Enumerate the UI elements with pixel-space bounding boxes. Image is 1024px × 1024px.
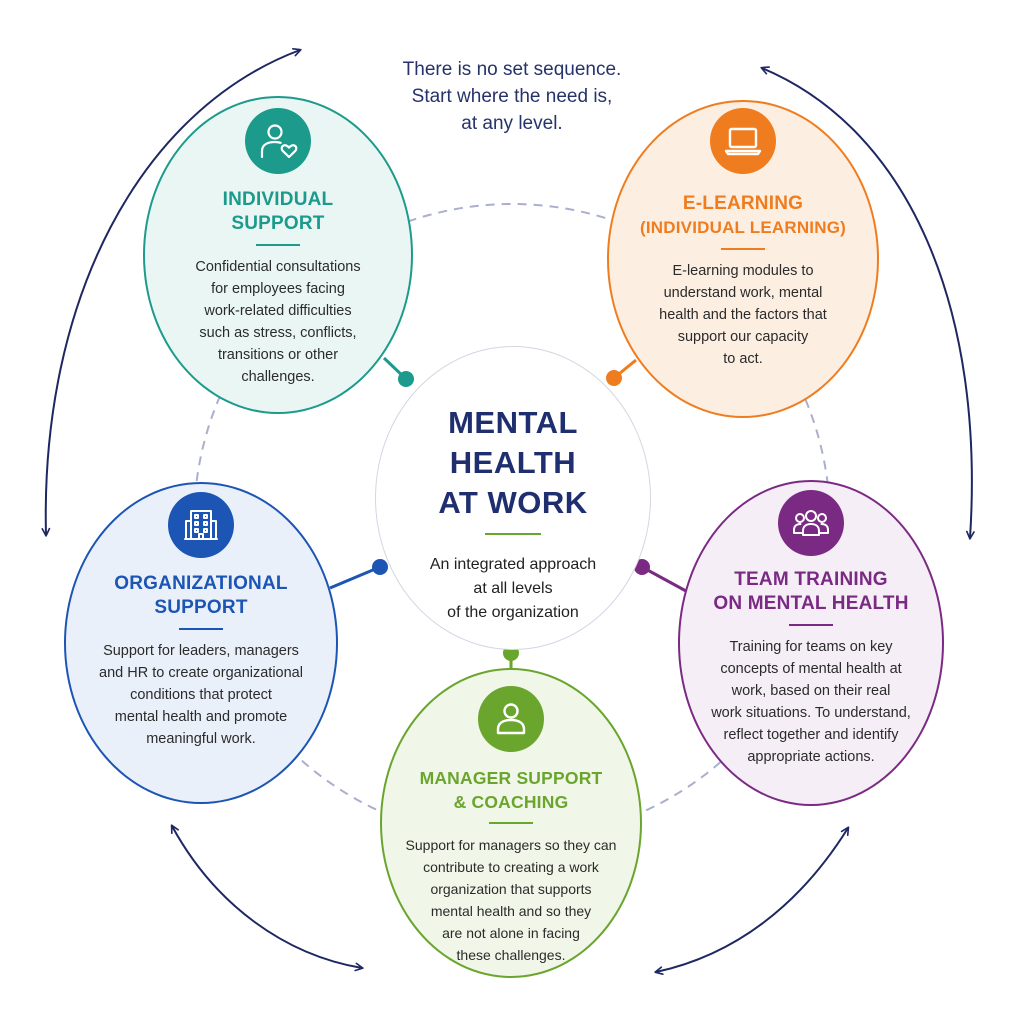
center-description: An integrated approach at all levels of … — [430, 553, 596, 625]
node-description-line: mental health and so they — [430, 903, 592, 919]
sequence-note-line: There is no set sequence. — [402, 59, 622, 80]
center-description-line: of the organization — [447, 604, 579, 621]
connector-team — [634, 559, 687, 593]
arrow-bottom-left — [170, 824, 364, 972]
title-underline — [721, 248, 765, 250]
node-title-line: ON MENTAL HEALTH — [713, 593, 909, 614]
node-description-line: E-learning modules to — [672, 263, 814, 279]
node-description: Support for managers so they can contrib… — [406, 834, 617, 966]
node-title-line: MANAGER SUPPORT — [419, 768, 603, 788]
node-description-line: to act. — [723, 351, 763, 367]
node-title: ORGANIZATIONAL SUPPORT — [114, 572, 287, 620]
team-icon — [778, 490, 844, 556]
node-individual-support: INDIVIDUAL SUPPORT Confidential consulta… — [143, 96, 413, 414]
laptop-icon — [710, 108, 776, 174]
node-description-line: challenges. — [241, 369, 315, 385]
node-title-line: SUPPORT — [154, 597, 248, 618]
center-title-line: MENTAL — [448, 405, 578, 440]
title-underline — [789, 624, 833, 626]
node-organizational-support: ORGANIZATIONAL SUPPORT Support for leade… — [64, 482, 338, 804]
node-description: Support for leaders, managers and HR to … — [99, 640, 303, 750]
node-description-line: work, based on their real — [731, 683, 891, 699]
node-description-line: Support for leaders, managers — [103, 643, 299, 659]
node-team-training: TEAM TRAINING ON MENTAL HEALTH Training … — [678, 480, 944, 806]
node-e-learning: E-LEARNING (INDIVIDUAL LEARNING) E-learn… — [607, 100, 879, 418]
node-description-line: conditions that protect — [130, 687, 272, 703]
node-title: E-LEARNING (INDIVIDUAL LEARNING) — [640, 192, 846, 240]
person-icon — [478, 686, 544, 752]
node-description-line: work situations. To understand, — [711, 705, 911, 721]
sequence-note-line: Start where the need is, — [411, 86, 613, 107]
center-title-underline — [485, 533, 541, 535]
node-description-line: meaningful work. — [146, 731, 256, 747]
title-underline — [256, 244, 300, 246]
node-description: Training for teams on key concepts of me… — [711, 636, 911, 768]
center-title-line: HEALTH — [449, 445, 577, 480]
node-center-mental-health: MENTAL HEALTH AT WORK An integrated appr… — [375, 346, 651, 650]
arrow-bottom-right — [654, 826, 850, 976]
node-description-line: organization that supports — [430, 881, 592, 897]
node-description-line: such as stress, conflicts, — [199, 325, 357, 341]
center-description-line: at all levels — [473, 580, 553, 597]
connector-elearning — [606, 358, 637, 386]
node-description-line: contribute to creating a work — [423, 859, 599, 875]
node-description-line: work-related difficulties — [204, 303, 352, 319]
node-description-line: support our capacity — [677, 329, 809, 345]
building-icon — [168, 492, 234, 558]
person-heart-icon — [245, 108, 311, 174]
node-description-line: Confidential consultations — [195, 259, 361, 275]
node-description-line: for employees facing — [211, 281, 345, 297]
node-description-line: understand work, mental — [663, 285, 823, 301]
title-underline — [179, 628, 223, 630]
node-title-line: SUPPORT — [231, 213, 325, 234]
node-title-line: ORGANIZATIONAL — [114, 573, 288, 594]
node-description-line: are not alone in facing — [442, 925, 580, 941]
title-underline — [489, 822, 533, 824]
node-title-line: E-LEARNING — [682, 193, 804, 214]
node-title: INDIVIDUAL SUPPORT — [223, 188, 334, 236]
arrow-top-left — [41, 48, 302, 537]
arrow-top-right — [760, 66, 975, 540]
center-title-line: AT WORK — [438, 485, 588, 520]
sequence-note: There is no set sequence. Start where th… — [362, 56, 662, 137]
node-description: Confidential consultations for employees… — [195, 256, 360, 388]
node-description-line: mental health and promote — [114, 709, 288, 725]
sequence-note-line: at any level. — [461, 113, 563, 134]
node-title: TEAM TRAINING ON MENTAL HEALTH — [713, 568, 908, 616]
node-title-line: INDIVIDUAL — [222, 189, 334, 210]
center-title: MENTAL HEALTH AT WORK — [438, 403, 587, 523]
connector-individual — [382, 356, 414, 387]
node-title-line: & COACHING — [453, 792, 569, 812]
node-description-line: reflect together and identify — [723, 727, 899, 743]
node-description-line: health and the factors that — [659, 307, 827, 323]
node-title-line: TEAM TRAINING — [734, 569, 888, 590]
node-title: MANAGER SUPPORT & COACHING — [420, 766, 603, 814]
center-description-line: An integrated approach — [429, 556, 597, 573]
node-description-line: appropriate actions. — [747, 749, 875, 765]
node-title-line: (INDIVIDUAL LEARNING) — [640, 218, 846, 237]
node-description: E-learning modules to understand work, m… — [659, 260, 827, 370]
node-description-line: Training for teams on key — [729, 639, 893, 655]
node-description-line: transitions or other — [217, 347, 339, 363]
node-manager-support: MANAGER SUPPORT & COACHING Support for m… — [380, 668, 642, 978]
connector-organizational — [329, 559, 388, 590]
node-description-line: Support for managers so they can — [405, 837, 617, 853]
node-description-line: and HR to create organizational — [99, 665, 303, 681]
node-description-line: concepts of mental health at — [720, 661, 902, 677]
node-description-line: these challenges. — [456, 947, 566, 963]
